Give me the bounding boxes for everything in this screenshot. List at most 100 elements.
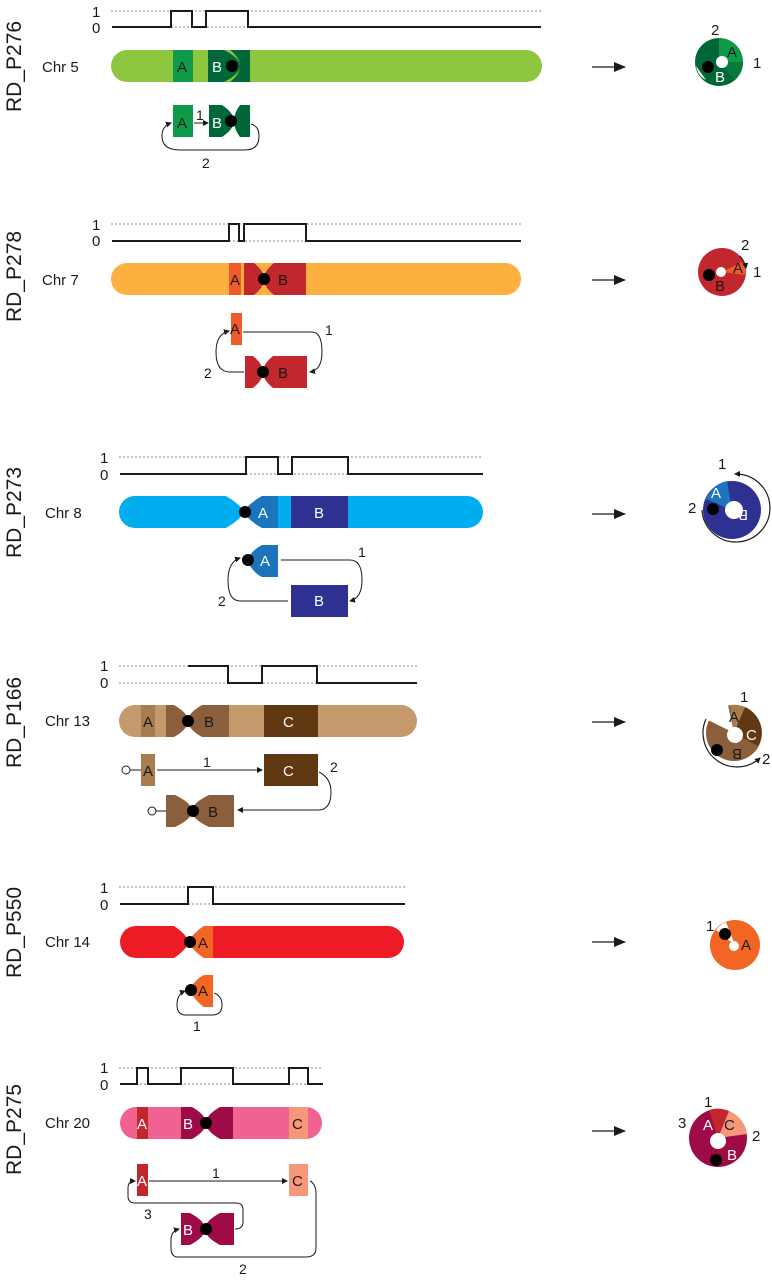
ring-label-2: 2 bbox=[741, 237, 749, 254]
ring-label-b: B bbox=[715, 69, 725, 86]
centromere-icon bbox=[257, 366, 269, 378]
cn-tick-1: 1 bbox=[100, 880, 108, 897]
ring-label-a: A bbox=[729, 709, 739, 726]
ring-label-b: B bbox=[738, 506, 748, 523]
ring-label-a: A bbox=[711, 485, 721, 502]
join-arrow-2 bbox=[215, 329, 244, 373]
segment-a bbox=[244, 496, 278, 528]
ring-label-b: B bbox=[732, 745, 742, 762]
ring-label-1: 1 bbox=[718, 456, 726, 473]
panel-rd-p278: RD_P278 1 0 Chr 7 A B A B 1 2 A B 1 bbox=[3, 217, 761, 388]
join-label-1: 1 bbox=[325, 322, 333, 338]
segment-label-a: A bbox=[143, 714, 153, 731]
segment-a bbox=[173, 50, 193, 82]
sample-label: RD_P278 bbox=[3, 231, 26, 322]
join-label-1: 1 bbox=[193, 1018, 201, 1034]
ring-label-1: 1 bbox=[704, 1094, 712, 1111]
cn-tick-1: 1 bbox=[100, 658, 108, 675]
junction-segment-a bbox=[137, 1164, 148, 1196]
segment-label-b: B bbox=[212, 59, 222, 76]
chromosome-label: Chr 8 bbox=[45, 505, 82, 522]
junction-segment-c bbox=[264, 754, 318, 786]
circular-ecdna: A B 1 2 bbox=[695, 22, 761, 86]
circular-ecdna: A B 1 2 bbox=[698, 237, 761, 296]
cn-tick-1: 1 bbox=[100, 1060, 108, 1077]
circular-ecdna: A B 1 2 bbox=[688, 456, 771, 543]
centromere-icon bbox=[200, 1223, 212, 1235]
ring-label-c: C bbox=[724, 1117, 735, 1134]
sample-label: RD_P276 bbox=[3, 21, 26, 112]
chromosome-label: Chr 7 bbox=[42, 272, 79, 289]
ring-label-a: A bbox=[741, 937, 751, 954]
cn-tick-0: 0 bbox=[100, 675, 108, 692]
junction-segment-a bbox=[231, 313, 242, 345]
join-label-2: 2 bbox=[204, 365, 212, 381]
centromere-icon bbox=[187, 805, 199, 817]
junction-segment-b bbox=[245, 356, 307, 388]
sample-label: RD_P275 bbox=[3, 1084, 26, 1175]
cn-tick-1: 1 bbox=[92, 217, 100, 234]
centromere-icon bbox=[200, 1117, 212, 1129]
segment-c bbox=[289, 1107, 308, 1139]
segment-a bbox=[229, 263, 241, 295]
centromere-icon bbox=[702, 61, 714, 73]
centromere-icon bbox=[719, 928, 731, 940]
segment-label-a: A bbox=[258, 505, 268, 522]
chromosome-label: Chr 5 bbox=[42, 59, 79, 76]
ring-label-2: 2 bbox=[762, 751, 770, 768]
chromosome-arm bbox=[111, 263, 521, 295]
junction-segment-a bbox=[173, 105, 193, 137]
segment-a bbox=[137, 1107, 148, 1139]
segment-b bbox=[166, 705, 229, 737]
segment-b bbox=[244, 263, 306, 295]
panel-rd-p273: RD_P273 1 0 Chr 8 A B A B 1 2 A B 1 bbox=[3, 450, 771, 617]
segment-b-left bbox=[208, 50, 240, 82]
panel-rd-p550: RD_P550 1 0 Chr 14 A A 1 A 1 bbox=[3, 880, 760, 1034]
panel-rd-p166: RD_P166 1 0 Chr 13 A B C A C 1 B 2 bbox=[3, 658, 770, 827]
segment-b bbox=[291, 496, 348, 528]
copy-number-trace bbox=[112, 10, 541, 28]
join-label-3: 3 bbox=[144, 1206, 152, 1222]
centromere-icon bbox=[710, 1154, 722, 1166]
cn-tick-0: 0 bbox=[100, 1077, 108, 1094]
ring-label-a: A bbox=[727, 44, 737, 61]
sample-label: RD_P273 bbox=[3, 467, 26, 558]
chromosome-arm-q bbox=[189, 926, 404, 958]
centromere-icon bbox=[239, 506, 251, 518]
segment-label-c: C bbox=[292, 1173, 303, 1190]
ring-label-b: B bbox=[715, 278, 725, 295]
copy-number-trace bbox=[120, 1067, 323, 1085]
chromosome-label: Chr 20 bbox=[45, 1115, 90, 1132]
chromosome-arm bbox=[120, 926, 189, 958]
cn-tick-0: 0 bbox=[100, 467, 108, 484]
centromere-icon bbox=[182, 715, 194, 727]
segment-label-c: C bbox=[292, 1116, 303, 1133]
cn-tick-0: 0 bbox=[92, 233, 100, 250]
junction-segment-c bbox=[289, 1164, 308, 1196]
segment-label-b: B bbox=[212, 115, 222, 132]
junction-segment-a bbox=[141, 754, 155, 786]
panel-rd-p275: RD_P275 1 0 Chr 20 A B C A C 1 B 2 3 bbox=[3, 1060, 760, 1277]
join-label-1: 1 bbox=[358, 544, 366, 560]
cn-tick-0: 0 bbox=[92, 20, 100, 37]
sample-label: RD_P166 bbox=[3, 677, 26, 768]
junction-segment-a bbox=[247, 545, 278, 577]
segment-label-b: B bbox=[278, 365, 288, 382]
segment-label-b: B bbox=[278, 272, 288, 289]
join-label-2: 2 bbox=[330, 759, 338, 775]
join-label-1: 1 bbox=[203, 754, 211, 770]
ring-label-2: 2 bbox=[688, 500, 696, 517]
segment-label-a: A bbox=[198, 935, 208, 952]
copy-number-trace bbox=[188, 665, 417, 684]
chromosome-label: Chr 14 bbox=[45, 934, 90, 951]
segment-a bbox=[189, 926, 213, 958]
centromere-icon bbox=[226, 60, 238, 72]
centromere-icon bbox=[711, 744, 723, 756]
copy-number-trace bbox=[120, 886, 405, 905]
segment-label-b: B bbox=[183, 1222, 193, 1239]
join-arrow-1 bbox=[281, 559, 363, 603]
join-label-2: 2 bbox=[239, 1261, 247, 1277]
chromosome-arm-q bbox=[244, 496, 483, 528]
segment-label-a: A bbox=[260, 553, 270, 570]
